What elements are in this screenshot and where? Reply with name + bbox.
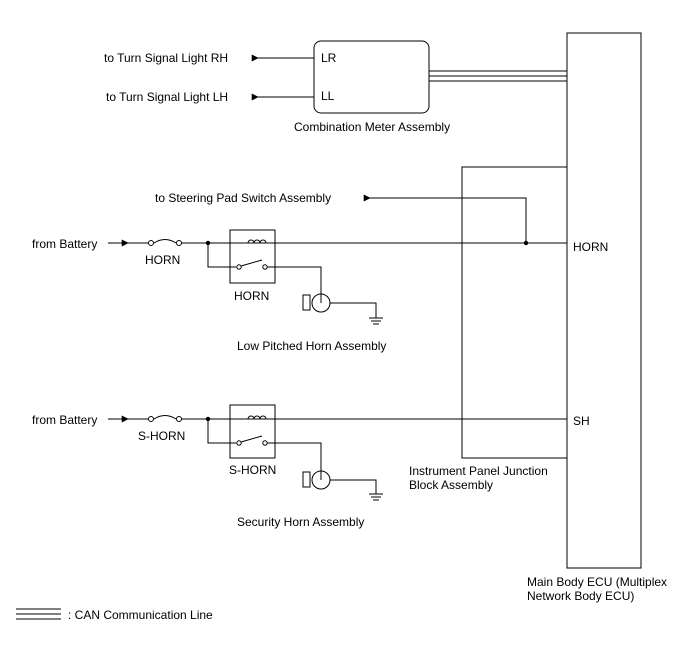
horn-relay-label: HORN	[234, 289, 269, 303]
ecu-sh-terminal: SH	[573, 414, 590, 428]
main-body-ecu-box	[566, 32, 642, 569]
combination-meter-box	[313, 40, 430, 114]
steering-pad-label: to Steering Pad Switch Assembly	[155, 191, 331, 205]
turn-rh-label: to Turn Signal Light RH	[104, 51, 228, 65]
shorn-fuse-label: S-HORN	[138, 429, 185, 443]
shorn-relay-box	[229, 404, 276, 459]
legend: : CAN Communication Line	[16, 608, 213, 622]
combination-meter-label: Combination Meter Assembly	[294, 120, 450, 134]
ecu-label-1: Main Body ECU (Multiplex	[527, 575, 667, 589]
ecu-label-2: Network Body ECU)	[527, 589, 634, 603]
horn-circuit: from Battery HORN HORN Low Pitched Horn …	[32, 229, 608, 353]
ecu-horn-terminal: HORN	[573, 240, 608, 254]
shorn-relay-label: S-HORN	[229, 463, 276, 477]
meter-ll-terminal: LL	[321, 89, 335, 103]
steering-pad-wire	[363, 194, 527, 243]
horn-relay-box	[229, 229, 276, 284]
legend-label: : CAN Communication Line	[68, 608, 213, 622]
security-horn-label: Security Horn Assembly	[237, 515, 364, 529]
low-pitched-horn-label: Low Pitched Horn Assembly	[237, 339, 386, 353]
horn-fuse-label: HORN	[145, 253, 180, 267]
junction-block-box	[461, 166, 568, 459]
from-battery-label-2: from Battery	[32, 413, 97, 427]
security-horn-circuit: from Battery S-HORN S-HORN Security Horn…	[32, 404, 590, 529]
meter-lr-terminal: LR	[321, 51, 337, 65]
junction-block-label-2: Block Assembly	[409, 478, 493, 492]
turn-lh-label: to Turn Signal Light LH	[106, 90, 228, 104]
junction-block-label-1: Instrument Panel Junction	[409, 464, 548, 478]
from-battery-label-1: from Battery	[32, 237, 97, 251]
can-communication-lines	[429, 70, 567, 82]
